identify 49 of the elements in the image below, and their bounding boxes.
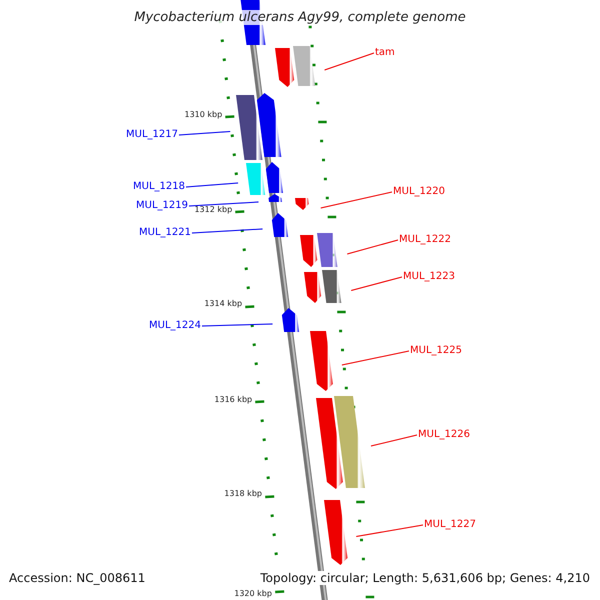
leader-line <box>185 182 239 188</box>
leader-line <box>346 240 398 254</box>
gene-bar <box>246 163 266 195</box>
gene-label: MUL_1224 <box>149 320 201 332</box>
gene-label: tam <box>375 47 395 59</box>
gene-bar <box>324 500 348 565</box>
gene-label: MUL_1226 <box>418 429 470 441</box>
gene-bar <box>236 95 262 160</box>
leader-line <box>191 228 264 234</box>
position-label: 1318 kbp <box>224 489 262 499</box>
leader-line <box>350 276 402 291</box>
gene-label: MUL_1219 <box>136 200 188 212</box>
position-label: 1314 kbp <box>204 299 242 309</box>
gene-bar <box>256 93 282 157</box>
leader-line <box>201 324 274 326</box>
info-text: Accession: NC_008611 <box>9 571 146 585</box>
gene-bar <box>272 213 288 237</box>
gene-bar <box>334 396 365 488</box>
gene-label: MUL_1227 <box>424 519 476 531</box>
position-label: 1312 kbp <box>194 205 232 215</box>
leader-line <box>370 434 418 446</box>
leader-line <box>178 131 231 136</box>
gene-label: MUL_1218 <box>133 181 185 193</box>
gene-bar <box>293 46 316 86</box>
gene-label: MUL_1217 <box>126 129 178 141</box>
gene-bar <box>316 398 343 489</box>
position-label: 1316 kbp <box>214 395 252 405</box>
gene-label: MUL_1223 <box>403 271 455 283</box>
position-label: 1310 kbp <box>184 110 222 120</box>
gene-bar <box>317 233 338 267</box>
gene-label: MUL_1221 <box>139 227 191 239</box>
info-text: Topology: circular; Length: 5,631,606 bp; Genes: 4,210 <box>260 571 590 585</box>
gene-bar <box>304 272 322 303</box>
leader-line <box>188 202 260 206</box>
gene-label: MUL_1222 <box>399 234 451 246</box>
gene-bar <box>300 235 318 267</box>
leader-line <box>324 52 374 70</box>
leader-line <box>356 524 424 537</box>
gene-label: MUL_1225 <box>410 345 462 357</box>
gene-bar <box>282 308 300 332</box>
gene-bar <box>322 270 342 303</box>
title: Mycobacterium ulcerans Agy99, complete genome <box>134 10 466 25</box>
gene-bar <box>275 48 294 87</box>
leader-line <box>320 192 392 208</box>
leader-line <box>341 350 410 366</box>
gene-label: MUL_1220 <box>393 186 445 198</box>
gene-bar <box>295 198 309 210</box>
position-label: 1320 kbp <box>234 589 272 599</box>
gene-bar <box>310 331 333 391</box>
